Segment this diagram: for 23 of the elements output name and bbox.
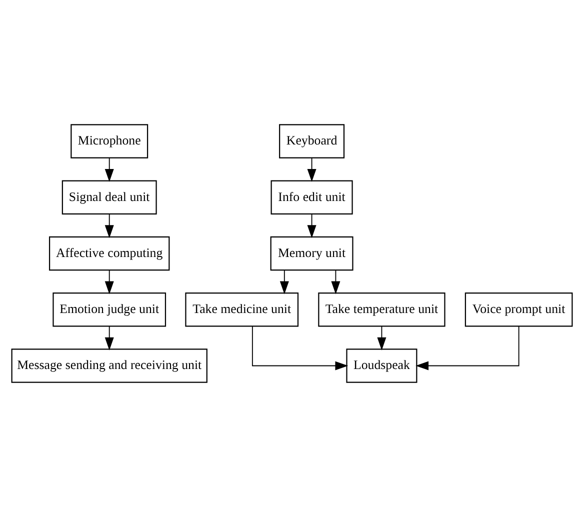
node-box: Signal deal unit xyxy=(62,180,157,214)
arrow xyxy=(104,326,114,350)
node-box: Affective computing xyxy=(49,236,170,270)
arrow xyxy=(104,157,114,182)
node-box: Microphone xyxy=(70,124,148,158)
arrow xyxy=(307,213,316,238)
arrow xyxy=(416,326,520,370)
arrow xyxy=(331,269,340,294)
node-box: Memory unit xyxy=(270,236,354,270)
node-box: Take medicine unit xyxy=(185,292,299,326)
arrow xyxy=(104,269,114,294)
arrow xyxy=(104,213,114,238)
node-box: Info edit unit xyxy=(270,180,353,214)
arrow xyxy=(377,326,386,350)
arrow xyxy=(307,157,316,182)
node-box: Voice prompt unit xyxy=(464,292,573,326)
arrow xyxy=(252,326,348,370)
node-box: Take temperature unit xyxy=(318,292,446,326)
node-box: Keyboard xyxy=(279,124,345,158)
node-box: Loudspeak xyxy=(346,348,418,382)
node-box: Message sending and receiving unit xyxy=(11,348,208,382)
node-box: Emotion judge unit xyxy=(52,292,166,326)
arrow xyxy=(280,269,289,294)
